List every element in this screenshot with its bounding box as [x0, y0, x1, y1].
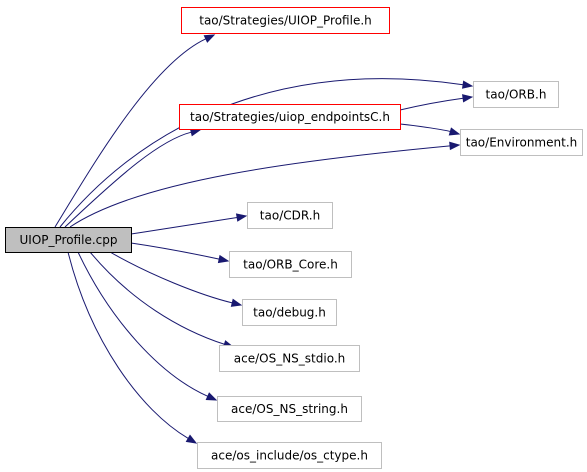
node-cdr_h[interactable]: tao/CDR.h: [247, 202, 333, 229]
node-label: tao/ORB_Core.h: [243, 258, 338, 272]
node-box: [242, 299, 337, 326]
edge-line: [54, 38, 207, 228]
arrowhead: [462, 94, 474, 103]
arrowhead: [217, 254, 230, 264]
edge-uiop_profile_cpp-to-os_ctype_h: [67, 251, 198, 444]
node-box: [219, 345, 360, 372]
edge-line: [67, 251, 189, 439]
node-label: tao/debug.h: [253, 306, 326, 320]
node-orb_h[interactable]: tao/ORB.h: [473, 81, 559, 108]
arrowhead: [205, 392, 218, 401]
node-box: [473, 81, 559, 108]
node-orb_core_h[interactable]: tao/ORB_Core.h: [229, 251, 352, 278]
edge-line: [77, 251, 208, 397]
edge-uiop_profile_cpp-to-cdr_h: [130, 213, 248, 235]
edge-uiop_profile_cpp-to-strategies_uiop_profile_h: [54, 34, 216, 228]
arrowhead: [448, 127, 461, 136]
node-box: [181, 7, 390, 34]
edge-line: [69, 145, 451, 228]
arrowhead: [449, 141, 461, 151]
nodes-layer: UIOP_Profile.cpp tao/Strategies/UIOP_Prof…: [5, 7, 583, 469]
node-label: tao/Strategies/UIOP_Profile.h: [199, 14, 372, 28]
node-os_ns_string_h[interactable]: ace/OS_NS_string.h: [217, 396, 362, 422]
edge-line: [89, 251, 225, 345]
node-box: [197, 442, 382, 469]
arrowhead: [235, 213, 248, 222]
node-box: [229, 251, 352, 278]
node-label: tao/Strategies/uiop_endpointsC.h: [190, 110, 390, 124]
arrowhead: [230, 298, 243, 307]
edge-line: [399, 123, 451, 133]
arrowhead: [461, 80, 474, 89]
edge-line: [130, 242, 220, 260]
node-label: tao/ORB.h: [486, 88, 547, 102]
node-box: [179, 104, 401, 130]
node-label: ace/OS_NS_string.h: [231, 402, 348, 416]
edge-line: [399, 97, 464, 111]
node-environment_h[interactable]: tao/Environment.h: [460, 129, 583, 156]
node-label: ace/OS_NS_stdio.h: [234, 352, 346, 366]
node-box: [247, 202, 333, 229]
edge-uiop_endpointsc_h-to-environment_h: [399, 123, 461, 136]
node-strategies_uiop_profile_h[interactable]: tao/Strategies/UIOP_Profile.h: [181, 7, 390, 34]
edge-line: [130, 216, 238, 235]
node-box: [217, 396, 362, 422]
arrowhead: [185, 434, 198, 444]
node-debug_h[interactable]: tao/debug.h: [242, 299, 337, 326]
edges-layer: [54, 34, 474, 444]
edge-uiop_profile_cpp-to-orb_core_h: [130, 242, 230, 264]
node-box: [460, 129, 583, 156]
node-os_ctype_h[interactable]: ace/os_include/os_ctype.h: [197, 442, 382, 469]
node-label: tao/Environment.h: [466, 136, 578, 150]
edge-line: [109, 251, 233, 304]
node-uiop_profile_cpp[interactable]: UIOP_Profile.cpp: [5, 227, 132, 253]
node-label: tao/CDR.h: [260, 209, 320, 223]
node-label: UIOP_Profile.cpp: [20, 233, 118, 247]
node-uiop_endpointsc_h[interactable]: tao/Strategies/uiop_endpointsC.h: [179, 104, 401, 130]
edge-uiop_profile_cpp-to-debug_h: [109, 251, 243, 307]
edge-uiop_endpointsc_h-to-orb_h: [399, 94, 474, 111]
edge-uiop_profile_cpp-to-os_ns_string_h: [77, 251, 218, 401]
edge-uiop_profile_cpp-to-os_ns_stdio_h: [89, 251, 235, 349]
edge-uiop_profile_cpp-to-environment_h: [69, 141, 461, 228]
node-box: [5, 227, 132, 253]
node-os_ns_stdio_h[interactable]: ace/OS_NS_stdio.h: [219, 345, 360, 372]
node-label: ace/os_include/os_ctype.h: [211, 449, 368, 463]
edge-line: [64, 131, 192, 228]
arrowhead: [203, 34, 216, 43]
